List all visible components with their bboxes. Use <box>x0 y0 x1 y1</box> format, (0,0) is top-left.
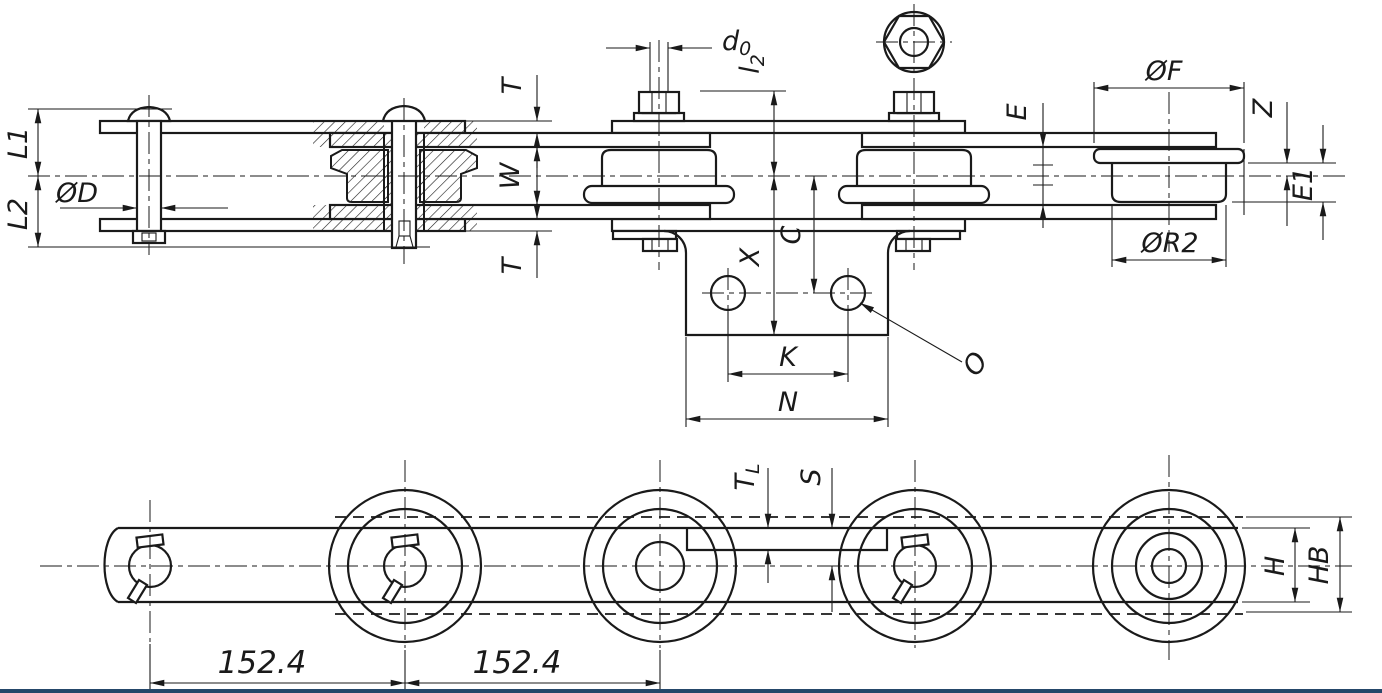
top-view <box>98 10 1246 337</box>
dim-label-S: S <box>796 468 827 485</box>
dim-label-K: K <box>779 342 799 373</box>
pin-bottom-nut <box>894 229 962 253</box>
dim-label-pitch-2: 152.4 <box>473 645 562 681</box>
dim-label-T-upper: T <box>497 75 528 94</box>
pin-bottom-nut <box>611 229 679 253</box>
attachment-edge <box>685 528 889 552</box>
dim-label-C: C <box>776 225 807 244</box>
dim-label-O: O <box>957 347 995 382</box>
dim-label-E1: E1 <box>1288 167 1319 201</box>
centerlines <box>28 4 1352 660</box>
chain-plates-side <box>103 526 1238 604</box>
dim-label-pitch-1: 152.4 <box>218 645 307 681</box>
dim-label-pin-diameter: ØD <box>55 178 98 209</box>
dim-label-TL: TL <box>730 463 764 490</box>
dim-label-flange-diameter: ØF <box>1145 56 1183 87</box>
attachment-bracket <box>663 229 911 337</box>
bushing-section-left <box>330 149 389 203</box>
dim-label-H: H <box>1260 556 1291 576</box>
dim-label-X: X <box>735 247 766 268</box>
dim-label-T-lower: T <box>497 255 528 274</box>
sleeve-section <box>383 132 393 232</box>
dim-label-E: E <box>1002 103 1033 120</box>
dimensions-bottom: TL S H HB 152.4 152.4 <box>149 463 1352 693</box>
dim-label-N: N <box>778 387 798 418</box>
sleeve-section <box>415 132 425 232</box>
dim-label-L2: L2 <box>3 198 34 230</box>
sectioned-joint <box>313 104 478 250</box>
bottom-edge-strip <box>0 689 1382 693</box>
dim-label-roller-diameter: ØR2 <box>1140 228 1198 259</box>
dim-label-W: W <box>495 161 526 189</box>
dim-label-d0: d0 <box>722 26 751 60</box>
dim-label-HB: HB <box>1304 546 1335 585</box>
dim-label-l2: l2 <box>735 54 769 74</box>
dim-label-L1: L1 <box>3 127 34 159</box>
dim-label-Z: Z <box>1248 98 1279 118</box>
